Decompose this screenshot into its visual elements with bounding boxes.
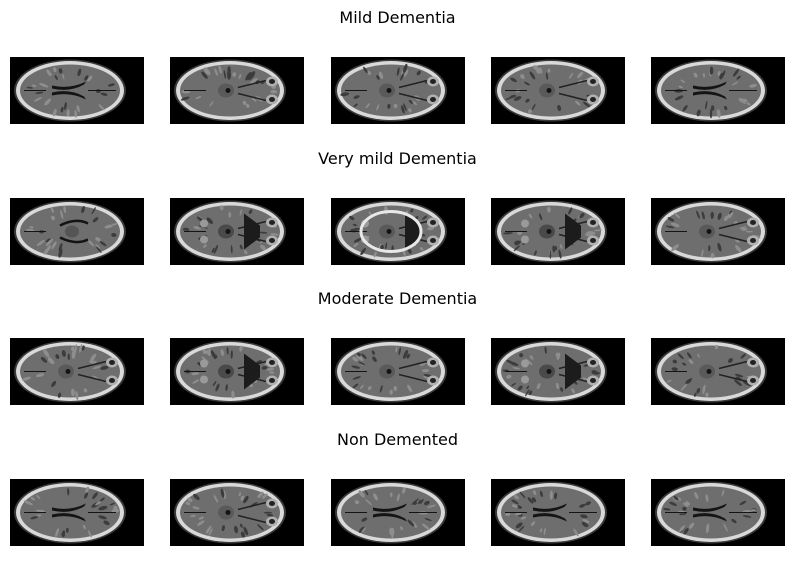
- mri-slice-image: [174, 59, 286, 122]
- mri-slice-image: [655, 481, 767, 544]
- mri-slice-image: [335, 481, 447, 544]
- mri-tile-mild-dementia-4: [491, 57, 625, 124]
- mri-slice-image: [495, 200, 607, 263]
- mri-slice-image: [335, 59, 447, 122]
- mri-tile-mild-dementia-1: [10, 57, 144, 124]
- mri-tile-non-demented-5: [651, 479, 785, 546]
- mri-tile-very-mild-dementia-2: [170, 198, 304, 265]
- mri-tile-mild-dementia-3: [331, 57, 465, 124]
- mri-tile-very-mild-dementia-4: [491, 198, 625, 265]
- mri-tile-non-demented-4: [491, 479, 625, 546]
- mri-tile-non-demented-1: [10, 479, 144, 546]
- mri-tile-very-mild-dementia-3: [331, 198, 465, 265]
- mri-slice-image: [655, 340, 767, 403]
- mri-slice-image: [174, 481, 286, 544]
- group-title-very-mild-dementia: Very mild Dementia: [318, 149, 477, 168]
- mri-slice-image: [174, 200, 286, 263]
- mri-tile-very-mild-dementia-1: [10, 198, 144, 265]
- mri-slice-image: [655, 200, 767, 263]
- mri-slice-image: [495, 481, 607, 544]
- mri-tile-very-mild-dementia-5: [651, 198, 785, 265]
- mri-tile-moderate-dementia-3: [331, 338, 465, 405]
- mri-slice-image: [335, 340, 447, 403]
- mri-slice-image: [14, 200, 126, 263]
- mri-tile-moderate-dementia-4: [491, 338, 625, 405]
- mri-tile-non-demented-2: [170, 479, 304, 546]
- group-title-mild-dementia: Mild Dementia: [339, 8, 456, 27]
- group-title-non-demented: Non Demented: [337, 430, 458, 449]
- mri-tile-mild-dementia-5: [651, 57, 785, 124]
- mri-slice-image: [495, 340, 607, 403]
- mri-slice-image: [174, 340, 286, 403]
- mri-slice-image: [14, 59, 126, 122]
- mri-slice-image: [14, 481, 126, 544]
- group-title-moderate-dementia: Moderate Dementia: [317, 289, 478, 308]
- mri-tile-moderate-dementia-5: [651, 338, 785, 405]
- mri-tile-non-demented-3: [331, 479, 465, 546]
- mri-tile-mild-dementia-2: [170, 57, 304, 124]
- mri-slice-image: [14, 340, 126, 403]
- mri-tile-moderate-dementia-2: [170, 338, 304, 405]
- mri-slice-image: [495, 59, 607, 122]
- mri-slice-image: [335, 200, 447, 263]
- mri-tile-moderate-dementia-1: [10, 338, 144, 405]
- mri-slice-image: [655, 59, 767, 122]
